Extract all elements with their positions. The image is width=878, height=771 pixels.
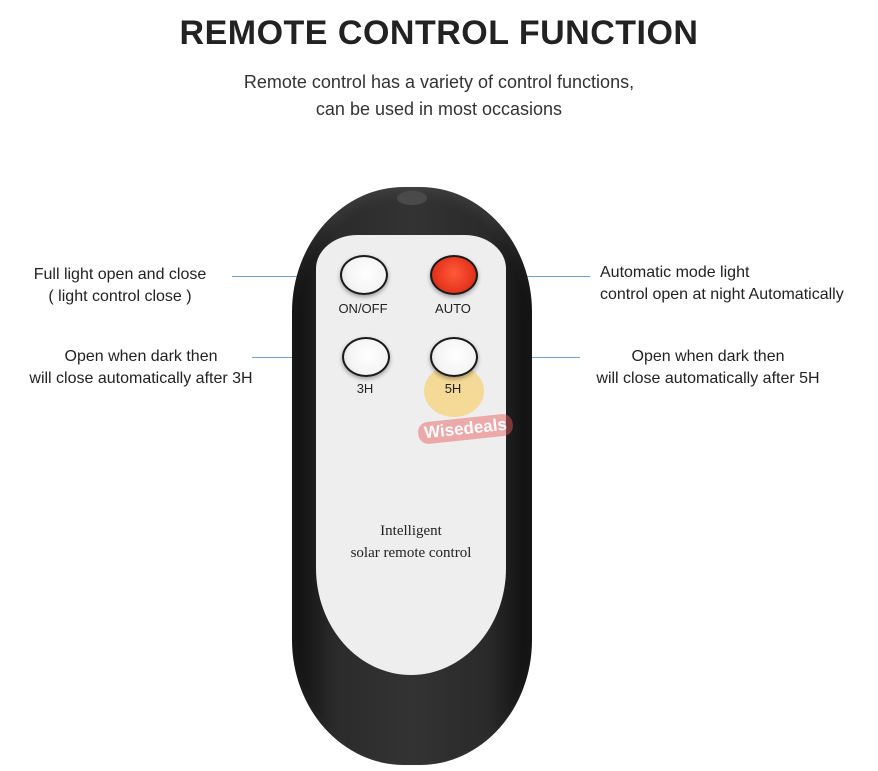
- onoff-annotation-line-2: ( light control close ): [48, 288, 192, 305]
- auto-button-label: AUTO: [435, 301, 471, 316]
- 5h-annotation-line-2: will close automatically after 5H: [596, 370, 820, 387]
- auto-annotation-line-1: Automatic mode light: [600, 264, 750, 281]
- auto-leader-line: [478, 276, 590, 277]
- remote-label-line-1: Intelligent: [380, 523, 442, 539]
- onoff-leader-line: [232, 276, 344, 277]
- 5h-annotation-line-1: Open when dark then: [631, 348, 785, 365]
- auto-button[interactable]: [430, 255, 478, 295]
- 3h-button-label: 3H: [356, 381, 374, 396]
- onoff-annotation-line-1: Full light open and close: [33, 266, 207, 283]
- auto-annotation: Automatic mode light control open at nig…: [600, 262, 844, 306]
- remote-control: ON/OFF AUTO 3H 5H Wisedeals Intelligent …: [292, 187, 532, 765]
- onoff-button[interactable]: [340, 255, 388, 295]
- page-title: REMOTE CONTROL FUNCTION: [179, 14, 699, 52]
- 3h-annotation-line-1: Open when dark then: [64, 348, 218, 365]
- 3h-annotation: Open when dark then will close automatic…: [0, 346, 282, 390]
- onoff-button-label: ON/OFF: [338, 301, 388, 316]
- 5h-button-label: 5H: [444, 381, 462, 396]
- 5h-annotation: Open when dark then will close automatic…: [576, 346, 840, 390]
- watermark-text: Wisedeals: [417, 413, 514, 445]
- auto-annotation-line-2: control open at night Automatically: [600, 286, 844, 303]
- ir-emitter: [397, 191, 427, 205]
- 3h-button[interactable]: [342, 337, 390, 377]
- subtitle-line-2: can be used in most occasions: [315, 99, 563, 119]
- remote-faceplate: ON/OFF AUTO 3H 5H Wisedeals Intelligent …: [316, 235, 514, 675]
- onoff-annotation: Full light open and close ( light contro…: [20, 264, 220, 308]
- subtitle-line-1: Remote control has a variety of control …: [243, 72, 635, 92]
- remote-label-line-2: solar remote control: [350, 545, 472, 561]
- 3h-annotation-line-2: will close automatically after 3H: [29, 370, 253, 387]
- 5h-button[interactable]: [430, 337, 478, 377]
